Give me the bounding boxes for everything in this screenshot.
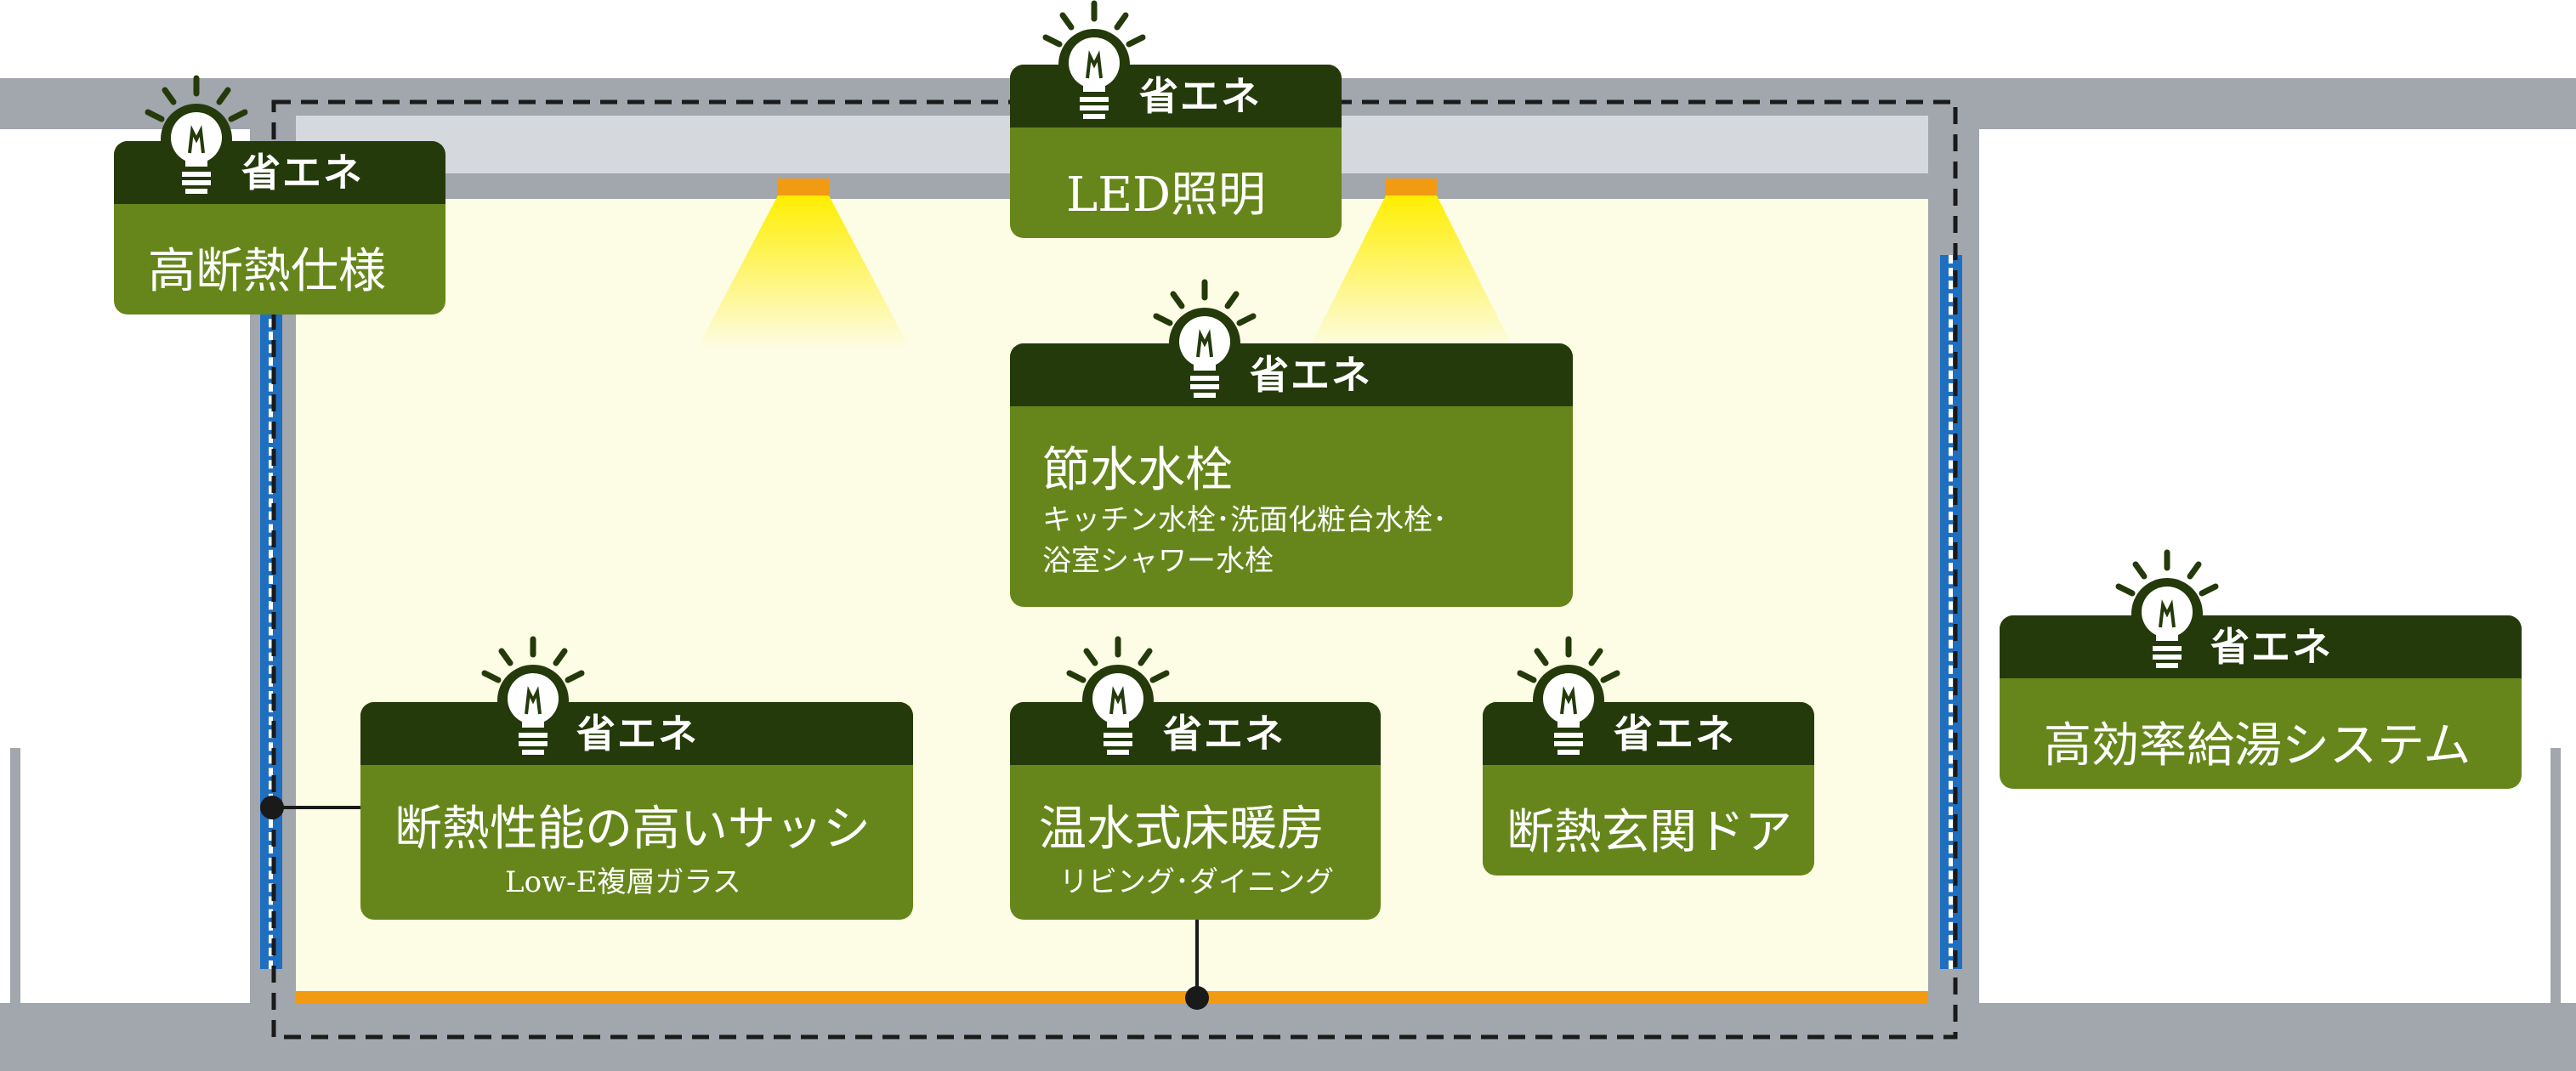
lightbulb-icon [1030,0,1158,128]
floor-heating-line [296,991,1928,1003]
lightbulb-icon [1505,636,1632,763]
lightbulb-icon [1141,279,1268,406]
card-door: 省エネ 断熱玄関ドア [1483,702,1814,876]
floor-heating-leader-line [1195,918,1199,996]
right-window-glass [1949,255,1953,969]
card-faucet: 省エネ 節水水栓 キッチン水栓･洗面化粧台水栓･ 浴室シャワー水栓 [1010,343,1573,607]
lightbulb-icon [133,75,260,202]
badge-label: 省エネ [241,150,364,196]
floor-heating-leader-dot [1185,986,1209,1010]
card-title: 高効率給湯システム [2044,718,2471,774]
badge-band [1010,343,1573,406]
badge-band [2000,615,2522,678]
card-subtitle-1: キッチン水栓･洗面化粧台水栓･ [1042,503,1447,537]
card-water-heater: 省エネ 高効率給湯システム [2000,615,2522,789]
ceiling-light-right [1386,178,1437,196]
badge-label: 省エネ [1614,711,1736,756]
badge-label: 省エネ [1139,73,1262,119]
badge-band [360,702,913,765]
badge-label: 省エネ [576,711,699,756]
card-floor-heating: 省エネ 温水式床暖房 リビング･ダイニング [1010,702,1381,920]
sash-leader-line [274,806,362,809]
ceiling-light-left [778,178,829,196]
badge-label: 省エネ [1250,352,1372,398]
lightbulb-icon [469,636,597,763]
card-subtitle-2: 浴室シャワー水栓 [1042,544,1274,578]
card-title: 断熱玄関ドア [1506,805,1792,860]
left-outer-post [10,748,20,1003]
card-subtitle: Low-E複層ガラス [505,865,741,899]
card-title: 節水水栓 [1042,443,1233,498]
light-beam-left [697,196,910,348]
card-title: 温水式床暖房 [1039,802,1325,857]
card-title: LED照明 [1066,167,1266,223]
light-beam-right [1309,196,1513,348]
sash-leader-dot [260,796,284,819]
right-outer-post [2550,748,2561,1003]
lightbulb-icon [1054,636,1182,763]
card-title: 高断熱仕様 [148,244,386,299]
badge-band [1010,702,1381,765]
lightbulb-icon [2103,549,2231,677]
card-sash: 省エネ 断熱性能の高いサッシ Low-E複層ガラス [360,702,913,920]
card-insulation: 省エネ 高断熱仕様 [114,141,445,314]
left-window-glass [269,306,273,969]
card-led: 省エネ LED照明 [1010,65,1342,238]
badge-label: 省エネ [1163,711,1285,756]
card-subtitle: リビング･ダイニング [1059,865,1334,899]
insulation-envelope [271,99,1958,1040]
badge-label: 省エネ [2210,624,2333,670]
card-title: 断熱性能の高いサッシ [394,802,871,857]
